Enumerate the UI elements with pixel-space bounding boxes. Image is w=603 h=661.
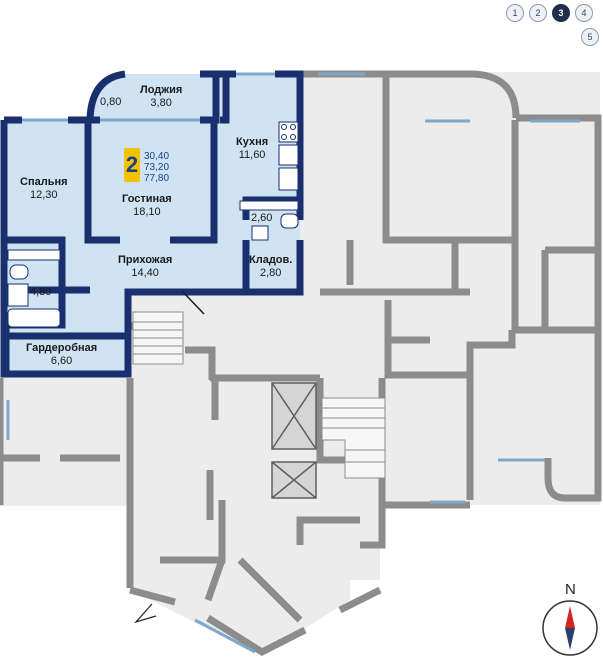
- entrance-arrow-icon: [134, 603, 157, 624]
- section-button-2[interactable]: 2: [529, 4, 547, 22]
- building-walls: [0, 70, 602, 657]
- room-area: 12,30: [30, 189, 58, 201]
- room-hallway: Прихожая 14,40: [118, 254, 172, 280]
- room-kitchen: Кухня 11,60: [236, 136, 268, 162]
- room-name: Гардеробная: [26, 342, 98, 354]
- room-area: 18,10: [133, 206, 161, 218]
- room-living: Гостиная 18,10: [122, 193, 172, 219]
- total-area: 73,20: [144, 162, 170, 173]
- room-bathroom: 4,80: [30, 286, 51, 299]
- total-area-with-loggia: 77,80: [144, 173, 170, 184]
- room-area: 6,60: [50, 355, 73, 367]
- room-name: Кухня: [236, 136, 269, 148]
- room-loggia-small: 0,80: [100, 96, 121, 109]
- section-button-1[interactable]: 1: [506, 4, 524, 22]
- lift-shafts: [271, 382, 317, 499]
- living-area: 30,40: [144, 151, 170, 162]
- room-bedroom: Спальня 12,30: [20, 176, 68, 202]
- room-area: 14,40: [131, 267, 159, 279]
- room-area: 3,80: [150, 97, 172, 109]
- section-button-4[interactable]: 4: [575, 4, 593, 22]
- room-area: 2,80: [259, 267, 282, 279]
- room-name: Гостиная: [122, 193, 172, 205]
- compass-north-label: N: [565, 581, 576, 598]
- apartment-area: [6, 74, 300, 372]
- section-button-5[interactable]: 5: [581, 28, 599, 46]
- apartment-badge: 2 30,40 73,20 77,80: [124, 148, 172, 186]
- compass-icon: [542, 600, 598, 656]
- room-bathroom-small: 2,60: [251, 212, 272, 225]
- section-button-3[interactable]: 3: [552, 4, 570, 22]
- stairs: [132, 311, 386, 479]
- apartment-walls: [0, 70, 304, 378]
- rooms-count: 2: [124, 148, 140, 182]
- fixtures: [7, 121, 299, 328]
- room-name: Спальня: [20, 176, 68, 188]
- room-area: 2,60: [251, 212, 273, 224]
- room-area: 0,80: [100, 96, 122, 108]
- room-name: Прихожая: [118, 254, 173, 266]
- room-loggia: Лоджия 3,80: [140, 84, 182, 110]
- room-name: Кладов.: [249, 254, 293, 266]
- room-name: Лоджия: [140, 84, 183, 96]
- section-navigator: 1 2 3 4 5: [484, 0, 600, 48]
- room-wardrobe: Гардеробная 6,60: [26, 342, 97, 368]
- room-area: 11,60: [238, 149, 266, 161]
- windows: [6, 72, 580, 654]
- room-storage: Кладов. 2,80: [249, 254, 292, 280]
- apartment-areas: 30,40 73,20 77,80: [144, 151, 169, 184]
- room-area: 4,80: [30, 286, 52, 298]
- entrance-door: [182, 291, 205, 315]
